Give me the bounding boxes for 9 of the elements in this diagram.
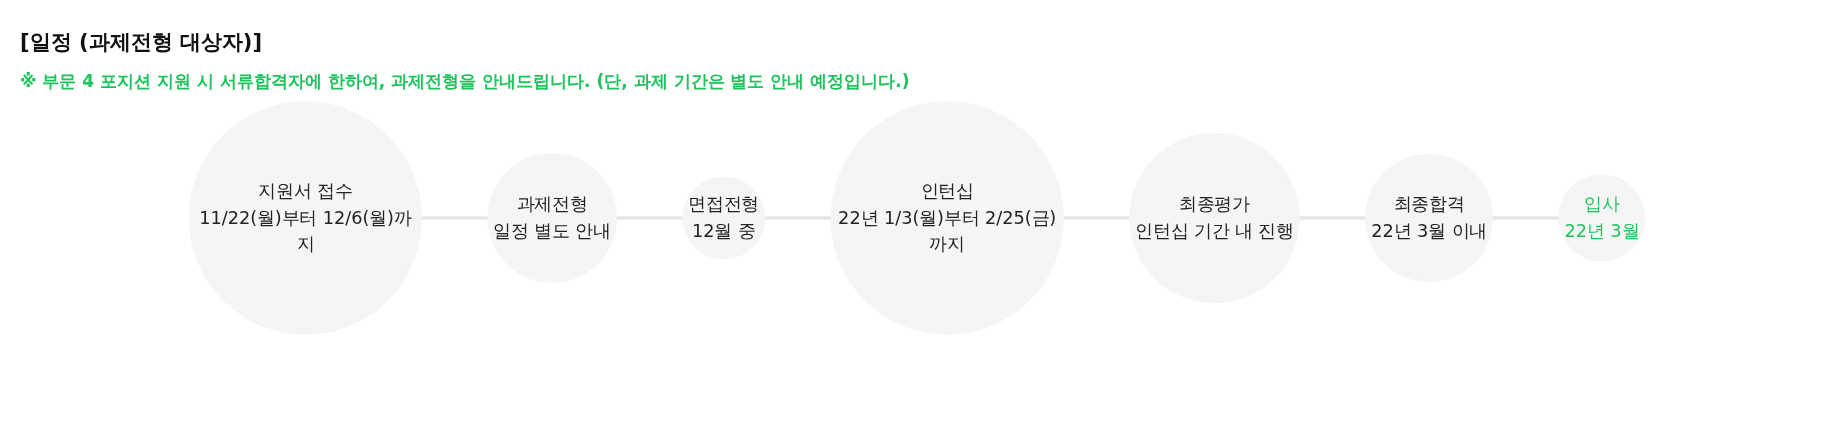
node-circle: 과제전형 일정 별도 안내 (487, 153, 617, 283)
node-circle: 최종평가 인턴십 기간 내 진행 (1129, 132, 1300, 304)
note-text: ※ 부문 4 포지션 지원 시 서류합격자에 한하여, 과제전형을 안내드립니다. (단, 과제 기간은 별도 안내 예정입니다.) (20, 70, 911, 93)
node-circle: 지원서 접수 11/22(월)부터 12/6(월)까지 (188, 101, 423, 335)
node-circle: 면접전형 12월 중 (682, 176, 766, 260)
node-circle: 최종합격 22년 3월 이내 (1365, 154, 1494, 282)
node-circle: 입사 22년 3월 (1558, 174, 1646, 262)
node-circle: 인턴십 22년 1/3(월)부터 2/25(금)까지 (830, 101, 1064, 335)
diagram-title: [일정 (과제전형 대상자)] (20, 29, 263, 56)
